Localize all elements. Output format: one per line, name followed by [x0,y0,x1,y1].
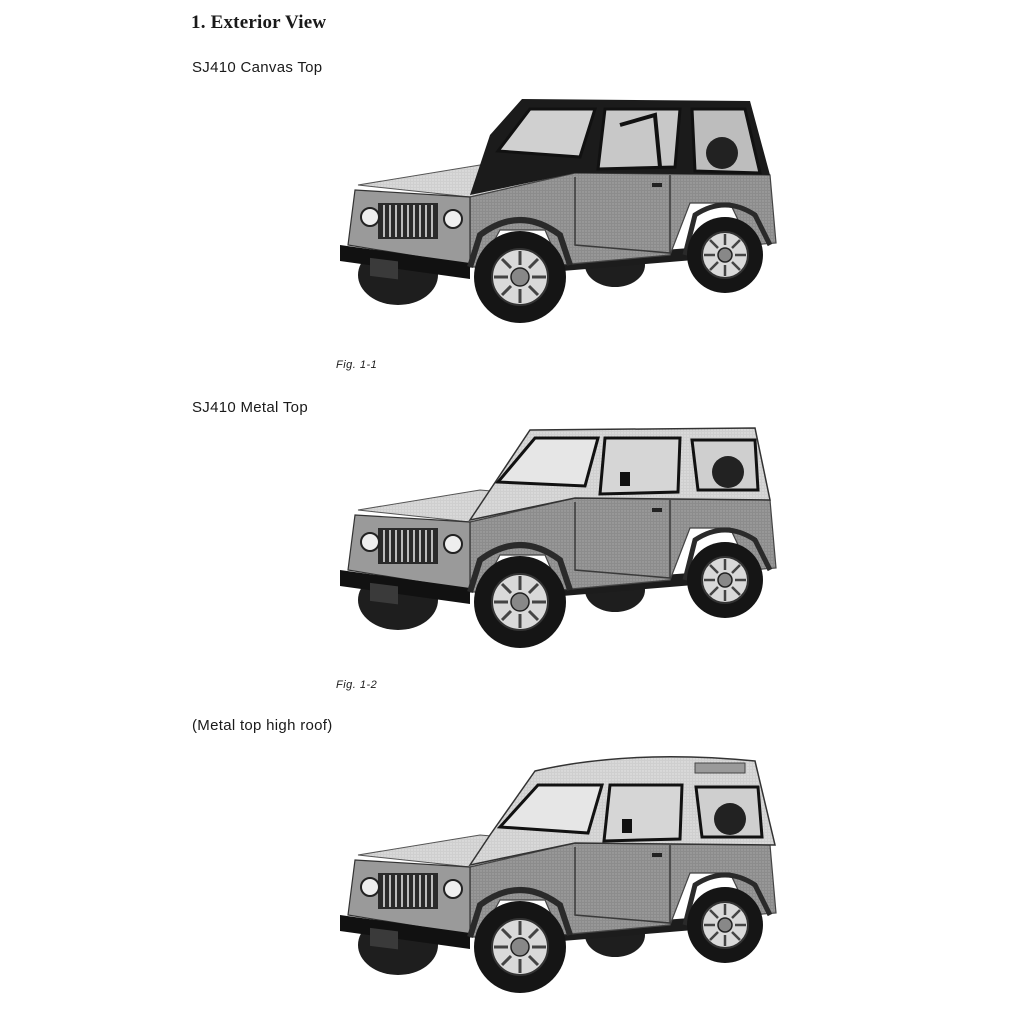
figure-caption-metal-top: SJ410 Metal Top [192,399,308,416]
vehicle-photo-high-roof [330,755,800,1015]
figure-caption-high-roof: (Metal top high roof) [192,717,333,734]
figure-label: Fig. 1-1 [336,359,378,371]
figure-caption-canvas-top: SJ410 Canvas Top [192,59,323,76]
vehicle-photo-metal-top [330,420,800,670]
vehicle-photo-canvas-top [330,95,800,345]
figure-label: Fig. 1-2 [336,679,378,691]
section-title: 1. Exterior View [191,12,327,33]
